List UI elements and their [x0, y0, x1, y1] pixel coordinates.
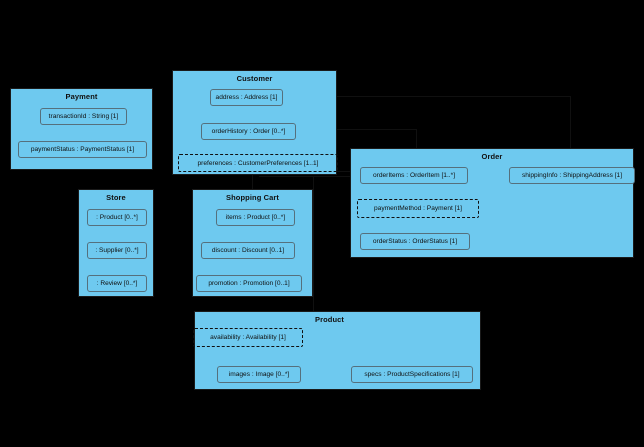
class-shopping-cart-title: Shopping Cart — [226, 193, 279, 202]
class-product-title: Product — [315, 315, 345, 324]
connector-customer-to-orderitems-lower — [259, 176, 359, 178]
attribute-images[interactable]: images : Image [0..*] — [217, 366, 301, 383]
class-order[interactable]: Order orderItems : OrderItem [1..*] ship… — [350, 148, 635, 258]
attribute-paymentstatus[interactable]: paymentStatus : PaymentStatus [1] — [18, 141, 147, 158]
class-order-title: Order — [481, 152, 503, 161]
attribute-cart-items[interactable]: items : Product [0..*] — [216, 209, 295, 226]
class-customer-title: Customer — [236, 74, 273, 83]
class-customer[interactable]: Customer address : Address [1] orderHist… — [172, 70, 338, 175]
attribute-transactionid[interactable]: transactionId : String [1] — [40, 108, 127, 125]
attribute-shippinginfo[interactable]: shippingInfo : ShippingAddress [1] — [509, 167, 635, 184]
attribute-address[interactable]: address : Address [1] — [210, 89, 283, 106]
attribute-store-product[interactable]: : Product [0..*] — [87, 209, 147, 226]
connector-address-to-shippinginfo-horizontal — [281, 96, 571, 98]
attribute-paymentmethod[interactable]: paymentMethod : Payment [1] — [357, 199, 479, 218]
attribute-cart-discount[interactable]: discount : Discount [0..1] — [201, 242, 295, 259]
class-store[interactable]: Store : Product [0..*] : Supplier [0..*]… — [78, 189, 154, 297]
class-shopping-cart[interactable]: Shopping Cart items : Product [0..*] dis… — [192, 189, 313, 297]
class-payment-title: Payment — [65, 92, 98, 101]
class-store-title: Store — [106, 193, 126, 202]
attribute-specs[interactable]: specs : ProductSpecifications [1] — [351, 366, 473, 383]
attribute-store-supplier[interactable]: : Supplier [0..*] — [87, 242, 147, 259]
attribute-orderhistory[interactable]: orderHistory : Order [0..*] — [201, 123, 296, 140]
attribute-orderstatus[interactable]: orderStatus : OrderStatus [1] — [360, 233, 470, 250]
class-payment[interactable]: Payment transactionId : String [1] payme… — [10, 88, 153, 170]
attribute-store-review[interactable]: : Review [0..*] — [87, 275, 147, 292]
connector-address-to-shippinginfo-vertical — [570, 96, 572, 174]
class-product[interactable]: Product availability : Availability [1] … — [193, 311, 481, 390]
connector-orderhistory-horizontal — [299, 129, 417, 131]
attribute-availability[interactable]: availability : Availability [1] — [193, 328, 303, 347]
attribute-orderitems[interactable]: orderItems : OrderItem [1..*] — [360, 167, 468, 184]
connector-cart-to-product-vertical — [313, 176, 315, 339]
attribute-preferences[interactable]: preferences : CustomerPreferences [1..1] — [178, 154, 338, 172]
attribute-cart-promotion[interactable]: promotion : Promotion [0..1] — [196, 275, 302, 292]
